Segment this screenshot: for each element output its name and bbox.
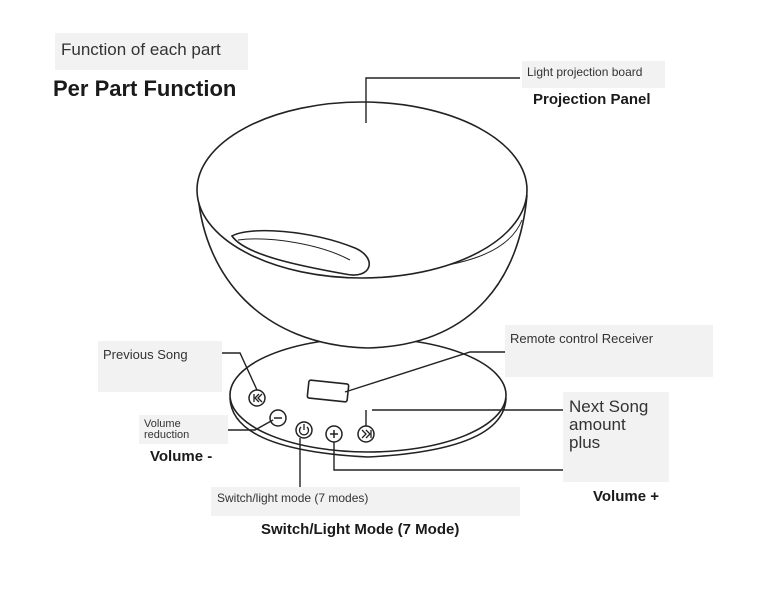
previous-song-icon[interactable] — [248, 389, 266, 407]
switch-mode-box — [211, 487, 520, 516]
volume-plus-label: Volume + — [593, 488, 659, 505]
power-icon[interactable] — [295, 421, 313, 439]
projection-panel-label: Projection Panel — [533, 91, 651, 108]
page-subtitle: Function of each part — [61, 40, 221, 59]
leader-volume-minus — [228, 419, 274, 431]
previous-song-label: Previous Song — [103, 347, 188, 362]
remote-receiver-label: Remote control Receiver — [510, 331, 654, 346]
next-song-box — [563, 392, 669, 482]
switch-mode-bold-label: Switch/Light Mode (7 Mode) — [261, 521, 460, 538]
projection-board-box — [522, 61, 665, 88]
volume-reduction-line1: Volume — [144, 418, 181, 430]
switch-mode-small-label: Switch/light mode (7 modes) — [217, 491, 369, 505]
volume-plus-icon[interactable] — [325, 425, 343, 443]
speaker-opening — [230, 229, 370, 276]
projection-board-label: Light projection board — [527, 65, 643, 79]
volume-minus-icon[interactable] — [269, 409, 287, 427]
leader-volume-plus — [333, 442, 563, 471]
remote-receiver-window — [306, 379, 350, 403]
next-song-icon[interactable] — [357, 425, 375, 443]
next-song-line2: amount — [569, 415, 626, 434]
page-title: Per Part Function — [53, 76, 237, 101]
previous-song-box — [98, 341, 222, 392]
base-rim — [229, 397, 507, 458]
leader-projection-panel — [365, 77, 520, 123]
subtitle-box — [55, 33, 248, 70]
remote-receiver-box — [505, 325, 713, 377]
volume-reduction-line2: reduction — [144, 429, 190, 441]
next-song-line1: Next Song — [569, 397, 649, 416]
next-song-line3: plus — [569, 433, 601, 452]
volume-minus-label: Volume - — [150, 448, 213, 465]
leader-previous-song — [222, 352, 258, 391]
leader-remote-receiver — [344, 351, 508, 393]
volume-reduction-box — [139, 415, 228, 444]
